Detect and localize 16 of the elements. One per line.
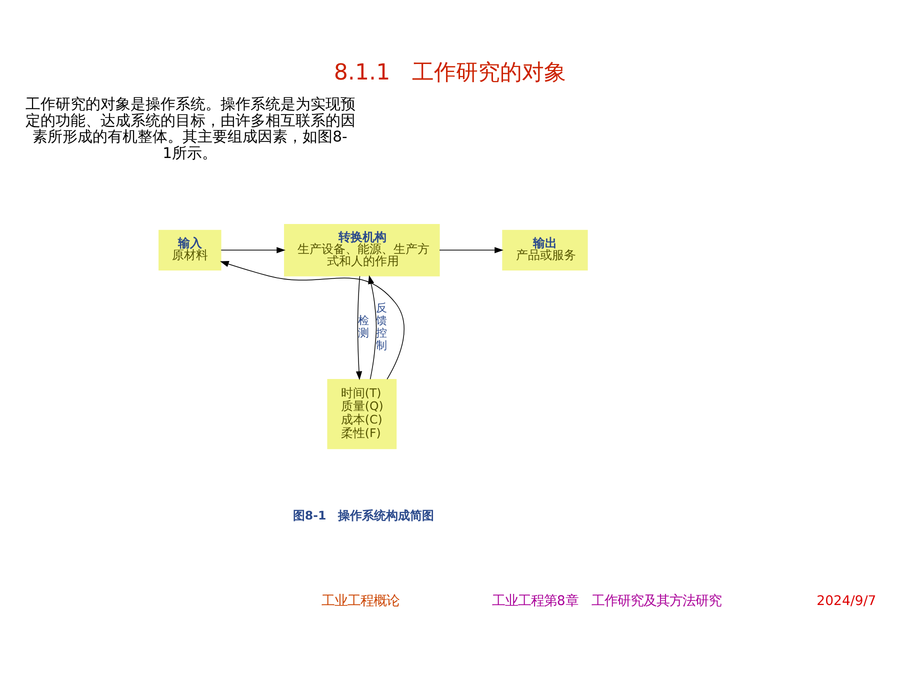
label: 工作研究的对象是操作系统。操作系统是为实现预定的功能、达成系统的目标，由许多相互联系的因素所形成的有机整体。其主要组成因素，如图8-1所示。 bbox=[24, 96, 355, 162]
arrow bbox=[355, 275, 362, 380]
node-box: 输入 原材料 bbox=[158, 229, 221, 270]
label: 工业工程第8章 工作研究及其方法研究 bbox=[491, 593, 721, 608]
label: 工业工程概论 bbox=[321, 593, 400, 608]
node-box: 转换机构 生产设备、能源、生产方式和人的作用 bbox=[284, 223, 440, 276]
diagram-title: 8.1.1 工作研究的对象 bbox=[333, 59, 566, 86]
arrow bbox=[219, 260, 404, 379]
edge-label: 检测 bbox=[358, 313, 369, 340]
label: 2024/9/7 bbox=[816, 593, 876, 608]
arrow bbox=[368, 274, 376, 380]
arrow bbox=[220, 246, 285, 253]
caption: 图8-1 操作系统构成简图 bbox=[292, 508, 434, 522]
arrow bbox=[438, 246, 503, 253]
node-box: 时间(T) 质量(Q) 成本(C) 柔性(F) bbox=[326, 378, 396, 449]
node-box: 输出 产品或服务 bbox=[502, 229, 588, 270]
